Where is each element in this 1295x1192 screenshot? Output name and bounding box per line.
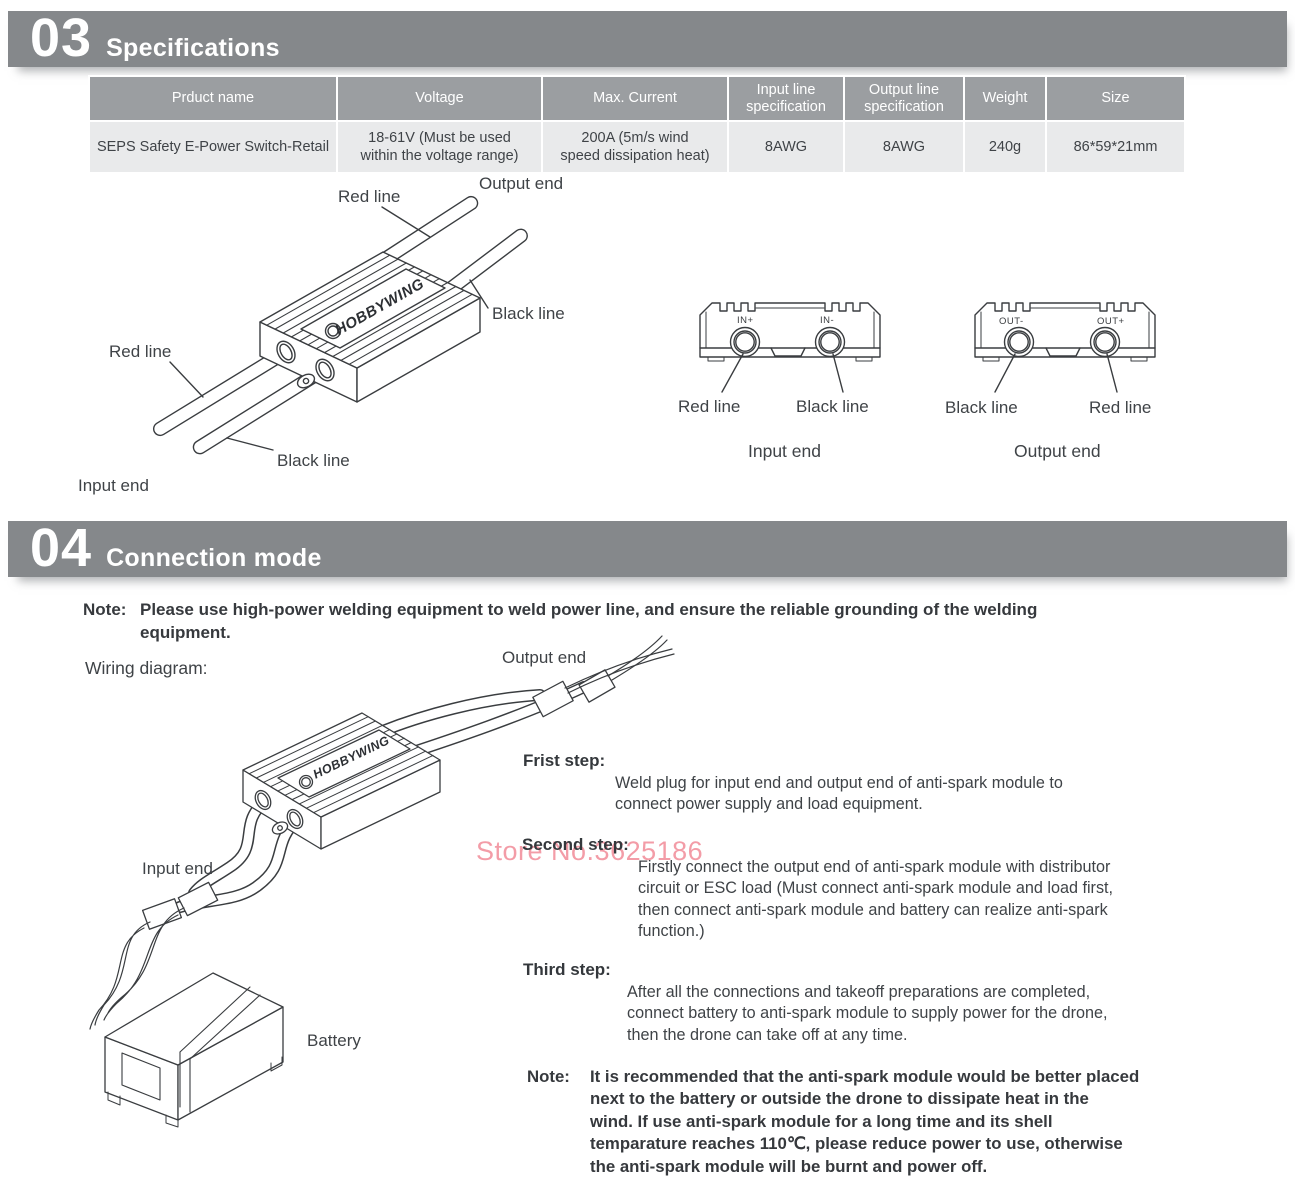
terminal-in-minus: IN- <box>820 315 835 326</box>
section-03-bar: 03 Specifications <box>8 11 1287 67</box>
label-red-line-top: Red line <box>338 187 401 206</box>
wiring-diagram-drawing: HOBBYWING <box>89 635 675 1128</box>
mounting-tab <box>296 373 316 389</box>
connection-note-text: Please use high-power welding equipment … <box>140 600 1038 642</box>
input-view-red-line: Red line <box>678 397 741 416</box>
input-view-caption: Input end <box>748 441 821 461</box>
cell-weight: 240g <box>963 120 1047 174</box>
col-size: Size <box>1045 75 1186 122</box>
wiring-diagram-heading: Wiring diagram: <box>85 658 208 678</box>
cell-voltage: 18-61V (Must be used within the voltage … <box>336 120 543 174</box>
cell-size: 86*59*21mm <box>1045 120 1186 174</box>
cell-product-name: SEPS Safety E-Power Switch-Retail <box>88 120 338 174</box>
terminal-in-plus: IN+ <box>737 315 754 326</box>
first-step-title: Frist step: <box>523 751 606 770</box>
section-03-title: Specifications <box>106 34 280 62</box>
input-plug-c <box>177 881 219 917</box>
section-04-title: Connection mode <box>106 544 322 572</box>
input-view-black-line: Black line <box>796 397 869 416</box>
col-voltage: Voltage <box>336 75 543 122</box>
section-03-number: 03 <box>30 8 93 68</box>
mounting-tab-small <box>271 821 289 835</box>
output-plug-a <box>532 680 574 718</box>
spec-table: Prduct name Voltage Max. Current Input l… <box>88 75 1186 174</box>
col-output-line: Output line specification <box>843 75 965 122</box>
terminal-out-minus: OUT- <box>999 316 1024 327</box>
terminal-out-plus: OUT+ <box>1097 316 1125 327</box>
cell-max-current: 200A (5m/s wind speed dissipation heat) <box>541 120 729 174</box>
second-step-body: Firstly connect the output end of anti-s… <box>638 858 1114 941</box>
input-plug-d <box>141 898 183 930</box>
output-end-view <box>974 302 1156 362</box>
leader-inview-left <box>721 353 744 393</box>
output-view-black-line: Black line <box>945 398 1018 417</box>
spec-table-data-row: SEPS Safety E-Power Switch-Retail 18-61V… <box>88 120 1186 174</box>
leader-outview-left <box>994 353 1016 393</box>
col-input-line: Input line specification <box>727 75 845 122</box>
label-output-end-top: Output end <box>479 174 564 193</box>
section-04-bar: 04 Connection mode <box>8 521 1287 577</box>
leader-red-top <box>381 206 431 238</box>
leader-black-bottom <box>226 437 274 451</box>
third-step-body: After all the connections and takeoff pr… <box>627 983 1108 1044</box>
hw-logo-icon-inner <box>327 325 339 337</box>
label-red-line-left: Red line <box>109 342 172 361</box>
leader-black-right <box>469 279 489 309</box>
input-end-view <box>699 302 881 362</box>
anti-spark-module-body: HOBBYWING <box>259 251 481 403</box>
battery-drawing <box>104 972 284 1128</box>
output-plug-b <box>578 669 616 703</box>
label-black-line-bottom: Black line <box>277 451 350 470</box>
second-step-title: Second step: <box>522 835 629 854</box>
bottom-note-text: It is recommended that the anti-spark mo… <box>590 1067 1140 1176</box>
wiring-input-end-label: Input end <box>142 859 213 878</box>
third-step-title: Third step: <box>523 960 611 979</box>
label-black-line-right: Black line <box>492 304 565 323</box>
cell-input-line: 8AWG <box>727 120 845 174</box>
wiring-battery-label: Battery <box>307 1031 361 1050</box>
output-view-red-line: Red line <box>1089 398 1152 417</box>
store-watermark: Store No.3625186 <box>476 836 704 866</box>
col-max-current: Max. Current <box>541 75 729 122</box>
wiring-module-body: HOBBYWING <box>242 712 441 850</box>
label-input-end-top: Input end <box>78 476 149 495</box>
section-04-number: 04 <box>30 518 93 578</box>
output-view-caption: Output end <box>1014 441 1101 461</box>
leader-outview-right <box>1106 353 1118 393</box>
connection-note-label: Note: <box>83 600 127 619</box>
module-line-drawing: HOBBYWING <box>152 195 1156 455</box>
col-weight: Weight <box>963 75 1047 122</box>
first-step-body: Weld plug for input end and output end o… <box>615 774 1063 814</box>
col-product-name: Prduct name <box>88 75 338 122</box>
bottom-note: Note: It is recommended that the anti-sp… <box>527 1066 1247 1178</box>
cell-output-line: 8AWG <box>843 120 965 174</box>
bottom-note-label: Note: <box>527 1067 570 1086</box>
leader-inview-right <box>832 353 844 393</box>
leader-red-left <box>169 361 204 398</box>
spec-table-header-row: Prduct name Voltage Max. Current Input l… <box>88 75 1186 122</box>
connection-note: Note: Please use high-power welding equi… <box>83 598 1243 644</box>
wiring-output-end-label: Output end <box>502 648 587 667</box>
